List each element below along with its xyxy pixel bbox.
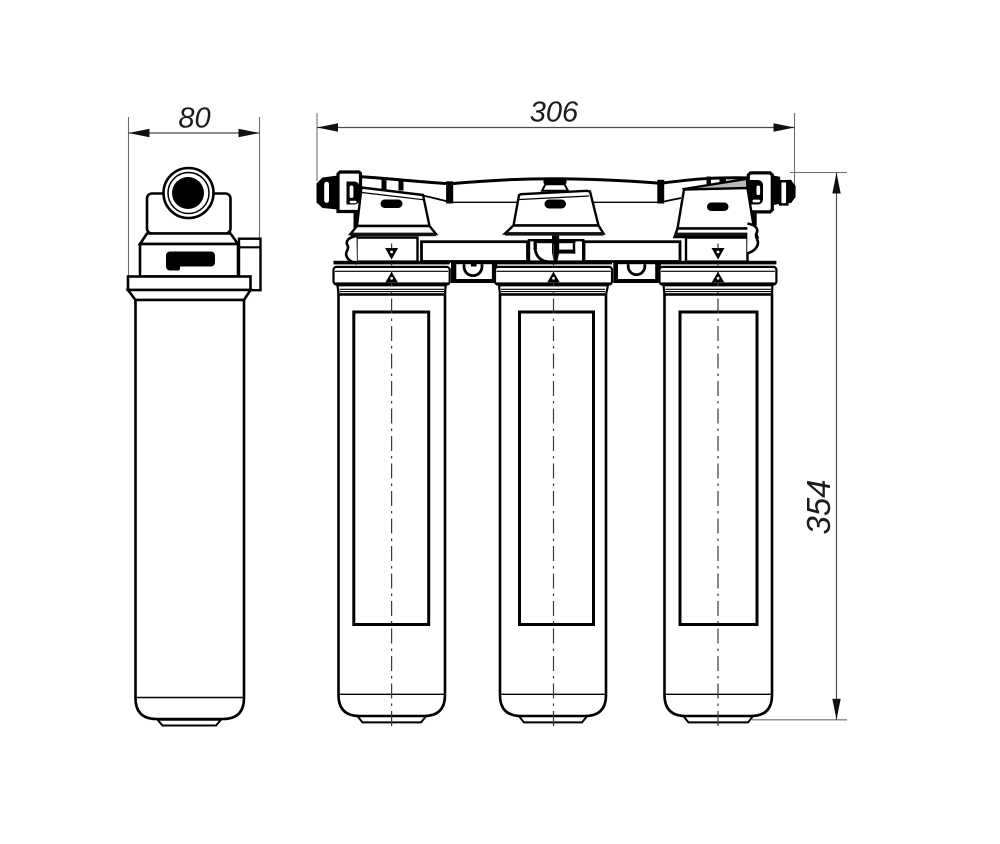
svg-text:354: 354 xyxy=(800,479,837,534)
svg-text:80: 80 xyxy=(178,103,210,135)
svg-text:306: 306 xyxy=(530,97,579,129)
